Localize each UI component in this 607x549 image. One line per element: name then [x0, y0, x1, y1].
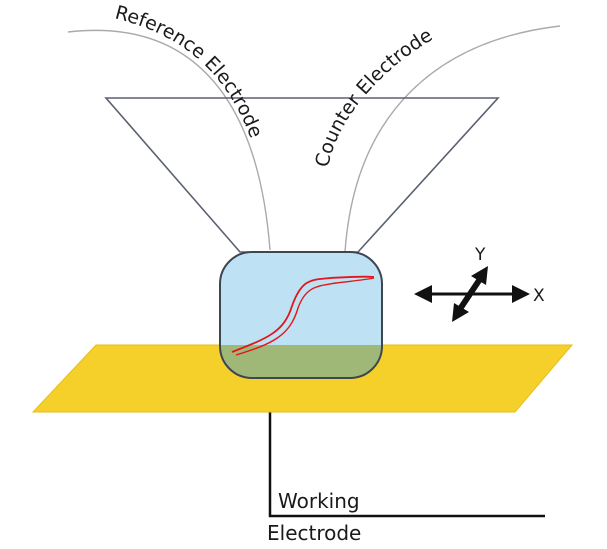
cell-funnel [104, 97, 500, 253]
reference-electrode-wire [67, 29, 271, 251]
working-electrode-label-line1: Working [278, 489, 360, 513]
counter-electrode-wire [344, 25, 561, 253]
four-way-arrow-icon [414, 266, 530, 322]
electrolyte-droplet [219, 251, 383, 379]
working-electrode-label-line2: Electrode [267, 521, 361, 545]
working-electrode-lead [268, 410, 545, 518]
axis-x-label: X [533, 286, 545, 306]
cv-trace [231, 275, 375, 356]
counter-electrode-label: Counter Electrode [311, 24, 436, 169]
axis-y-label: Y [474, 245, 486, 265]
reference-electrode-label: Reference Electrode [113, 2, 267, 141]
